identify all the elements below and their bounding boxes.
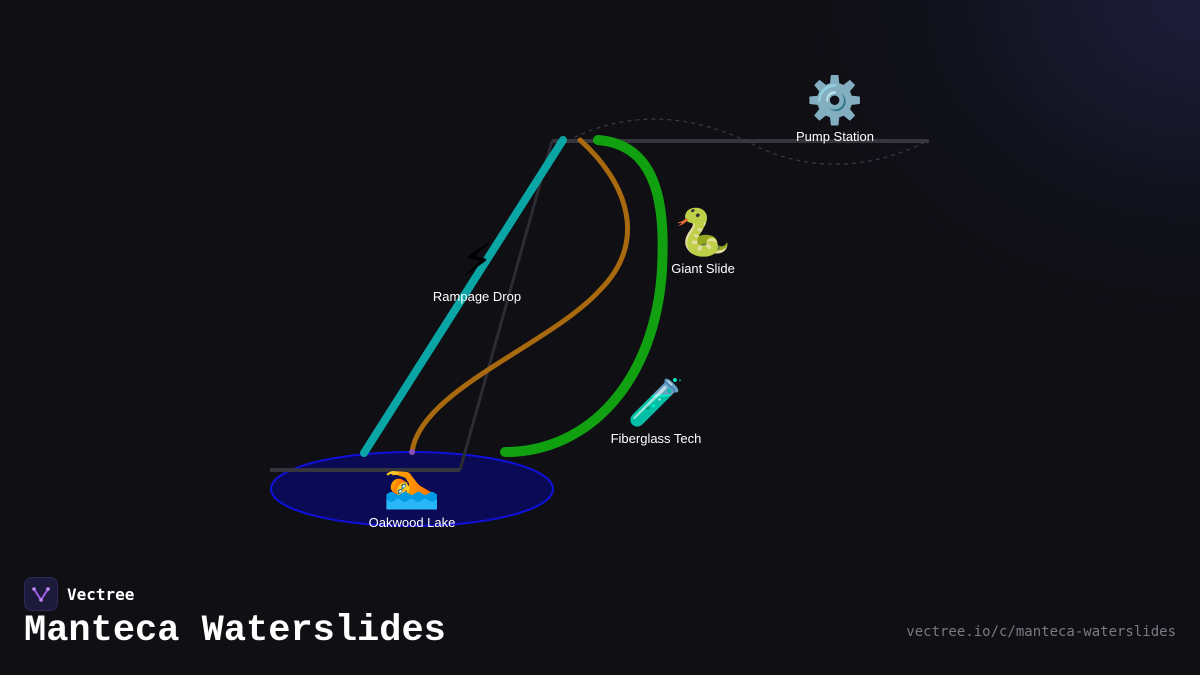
dashed-return-arc — [559, 118, 926, 165]
gear-icon: ⚙️ — [806, 73, 863, 127]
node-fiberglass-tech[interactable]: 🧪 Fiberglass Tech — [611, 375, 702, 446]
node-oakwood-lake[interactable]: 🏊 Oakwood Lake — [369, 457, 456, 530]
node-label: Oakwood Lake — [369, 515, 456, 530]
green-slide-path[interactable] — [500, 135, 668, 457]
swimmer-icon: 🏊 — [383, 457, 440, 511]
node-label: Pump Station — [796, 129, 874, 144]
teal-end-marker — [361, 450, 367, 456]
snake-icon: 🐍 — [674, 205, 731, 259]
vectree-logo-icon — [24, 577, 58, 611]
node-label: Giant Slide — [671, 261, 735, 276]
node-label: Fiberglass Tech — [611, 431, 702, 446]
teal-slide-path[interactable] — [360, 136, 567, 457]
page-url[interactable]: vectree.io/c/manteca-waterslides — [906, 624, 1176, 640]
node-pump-station[interactable]: ⚙️ Pump Station — [796, 73, 874, 144]
lightning-icon: ⚡ — [461, 233, 493, 287]
brand[interactable]: Vectree — [24, 577, 134, 611]
node-rampage-drop[interactable]: ⚡ Rampage Drop — [433, 233, 521, 304]
brown-slide-path[interactable] — [409, 137, 630, 455]
node-giant-slide[interactable]: 🐍 Giant Slide — [671, 205, 735, 276]
diagonal-support-line — [458, 140, 554, 471]
node-label: Rampage Drop — [433, 289, 521, 304]
brand-name: Vectree — [67, 584, 135, 604]
page-title: Manteca Waterslides — [24, 610, 446, 652]
test-tube-icon: 🧪 — [627, 375, 684, 429]
brown-end-marker — [409, 449, 415, 455]
